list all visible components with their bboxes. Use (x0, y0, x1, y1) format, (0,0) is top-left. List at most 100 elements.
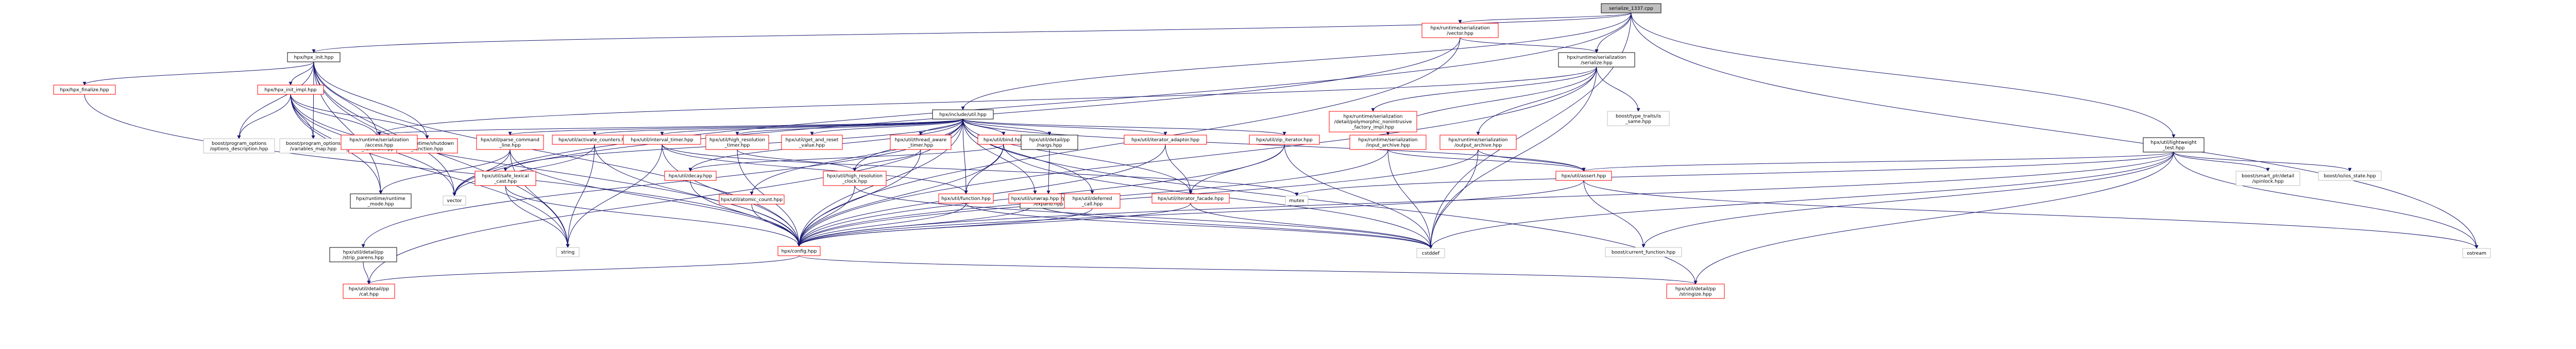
node-label: _timer.hpp (908, 142, 934, 148)
edge-hpx_init-to-string (313, 61, 570, 248)
node-label: _factory_impl.hpp (1351, 125, 1394, 130)
node-box (1249, 135, 1320, 145)
edge-include_util-to-thread_aware (919, 119, 963, 136)
node-config[interactable]: hpx/config.hpp (777, 246, 821, 256)
node-detail-basic-fn[interactable]: hpx/util/detail/pp/strip_parens.hpp (329, 247, 397, 262)
node-ser-output[interactable]: hpx/runtime/serialization/output_archive… (1439, 135, 1517, 150)
node-label: hpx/runtime/serialization (1567, 55, 1626, 60)
node-stringize[interactable]: hpx/util/detail/pp/stringize.hpp (1666, 284, 1725, 299)
node-label: hpx/util/detail/pp (343, 250, 384, 255)
edge-root-to-ser_vector (1458, 12, 1632, 24)
node-label: /serialize.hpp (1581, 60, 1613, 65)
node-box (1285, 195, 1309, 206)
node-bpo-options-desc[interactable]: boost/program_options/options_descriptio… (203, 138, 275, 154)
node-cstddef[interactable]: cstddef (1416, 248, 1445, 258)
node-decay[interactable]: hpx/util/decay.hpp (664, 171, 717, 181)
node-boost-io-state[interactable]: boost/io/ios_state.hpp (2318, 171, 2382, 181)
edge-detail_range-to-detail_expand (1046, 149, 1050, 194)
node-poly-factory[interactable]: hpx/runtime/serialization/detail/polymor… (1329, 111, 1417, 132)
node-detail-range[interactable]: hpx/util/detail/pp/nargs.hpp (1021, 135, 1078, 150)
node-box (2143, 137, 2205, 153)
node-hpx-finalize[interactable]: hpx/hpx_finalize.hpp (53, 85, 116, 95)
node-boost-current-fn[interactable]: boost/current_function.hpp (1605, 247, 1682, 257)
edge-zip_iterator-to-cstddef (1284, 144, 1433, 249)
edge-lightweight-to-boost_smart_ptr (2173, 152, 2270, 172)
node-label: _line.hpp (499, 142, 521, 148)
node-label: hpx/util/function.hpp (941, 196, 991, 202)
edge-lightweight-to-boost_current_fn (1641, 152, 2174, 248)
node-box (719, 194, 785, 205)
node-ser-access[interactable]: hpx/runtime/serialization/access.hpp (341, 135, 418, 150)
node-iter-facade[interactable]: hpx/util/iterator_facade.hpp (1151, 193, 1230, 204)
node-hpx-init-impl[interactable]: hpx/hpx_init_impl.hpp (257, 85, 324, 95)
node-string[interactable]: string (556, 247, 580, 257)
edge-ser_input-to-cstddef (1387, 149, 1433, 249)
node-label: _cast.hpp (494, 178, 517, 184)
node-mutex[interactable]: mutex (1285, 195, 1309, 206)
node-label: hpx/util/parse_command (481, 137, 539, 143)
node-box (257, 85, 324, 95)
node-boost-smart-ptr[interactable]: boost/smart_ptr/detail/spinlock.hpp (2235, 171, 2300, 186)
node-zip-iterator[interactable]: hpx/util/zip_iterator.hpp (1249, 135, 1320, 145)
edge-lightweight-to-config (797, 152, 2174, 247)
node-deferred-call[interactable]: hpx/util/deferred_call.hpp (1064, 193, 1121, 209)
node-boost-type-traits[interactable]: boost/type_traits/is_same.hpp (1607, 111, 1670, 126)
node-hr-clock[interactable]: hpx/util/high_resolution_clock.hpp (823, 171, 887, 186)
node-function[interactable]: hpx/util/function.hpp (938, 193, 994, 204)
node-label: hpx/hpx_init_impl.hpp (264, 87, 316, 93)
node-parse-cmdline[interactable]: hpx/util/parse_command_line.hpp (476, 135, 544, 150)
node-atomic-count[interactable]: hpx/util/atomic_count.hpp (719, 194, 785, 205)
node-rt-mode[interactable]: hpx/runtime/runtime_mode.hpp (350, 193, 412, 209)
node-label: hpx/util/deferred (1073, 196, 1112, 202)
node-label: /options_description.hpp (210, 146, 268, 152)
node-label: _mode.hpp (367, 201, 394, 207)
node-label: _timer.hpp (724, 142, 750, 148)
node-root[interactable]: serialize_1337.cpp (1601, 3, 1662, 13)
node-lightweight[interactable]: hpx/util/lightweight_test.hpp (2143, 137, 2205, 153)
node-label: hpx/hpx_finalize.hpp (60, 87, 109, 93)
edge-hpx_init-to-rt_shutdown (313, 61, 429, 139)
node-target-reset[interactable]: hpx/util/get_and_reset_value.hpp (781, 135, 843, 150)
node-label: hpx/include/util.hpp (939, 112, 987, 118)
node-iter-adaptor[interactable]: hpx/util/iterator_adaptor.hpp (1124, 135, 1207, 145)
node-thread-aware[interactable]: hpx/util/thread_aware_timer.hpp (890, 135, 952, 150)
node-unwrap[interactable]: hpx/util/unwrap.hpp (1008, 193, 1062, 204)
edge-thread_aware-to-hr_clock (853, 149, 921, 172)
edge-include_util-to-atomic_count (750, 119, 963, 195)
edge-parse_cmdline-to-config (510, 149, 801, 247)
node-hr-timer[interactable]: hpx/util/high_resolution_timer.hpp (705, 135, 769, 150)
node-pp-cat[interactable]: hpx/util/detail/pp/cat.hpp (343, 284, 395, 299)
node-vector[interactable]: vector (443, 195, 466, 206)
node-ostream[interactable]: ostream (2462, 248, 2491, 258)
node-label: hpx/runtime/shutdown (400, 141, 454, 146)
node-assert[interactable]: hpx/util/assert.hpp (1555, 171, 1612, 181)
edge-include_util-to-hr_timer (735, 119, 963, 136)
node-label: /access.hpp (365, 142, 394, 148)
node-ser-input[interactable]: hpx/runtime/serialization/input_archive.… (1349, 135, 1427, 150)
node-hpx-init[interactable]: hpx/hpx_init.hpp (287, 52, 341, 62)
node-ser-serialize[interactable]: hpx/runtime/serialization/serialize.hpp (1558, 52, 1635, 68)
node-interval-timer[interactable]: hpx/util/interval_timer.hpp (623, 135, 701, 145)
edge-config-to-pp_cat (367, 255, 800, 285)
node-box (1416, 248, 1445, 258)
node-label: hpx/runtime/serialization (1358, 137, 1417, 143)
node-bpo-variables[interactable]: boost/program_options/variables_map.hpp (279, 138, 347, 154)
node-include-util[interactable]: hpx/include/util.hpp (932, 109, 994, 120)
node-label: hpx/util/activate_counters.hpp (558, 137, 631, 143)
node-box (341, 135, 418, 150)
edge-lightweight-to-ostream (2173, 152, 2479, 249)
edge-hpx_init-to-bpo_options_desc (237, 61, 314, 139)
node-label: hpx/util/safe_lexical (482, 173, 529, 179)
node-label: hpx/util/atomic_count.hpp (721, 197, 783, 203)
edge-ser_output-to-config (797, 149, 1479, 247)
edge-ser_input-to-assert (1387, 149, 1586, 172)
node-safe-lexical[interactable]: hpx/util/safe_lexical_cast.hpp (474, 171, 536, 186)
node-box (1607, 111, 1670, 126)
edge-include_util-to-target_reset (810, 119, 963, 136)
edge-hpx_init-to-config (313, 61, 801, 247)
node-ser-vector[interactable]: hpx/runtime/serialization/vector.hpp (1421, 23, 1499, 38)
node-box (1124, 135, 1207, 145)
edge-thread_aware-to-config (797, 149, 921, 247)
node-box (476, 135, 544, 150)
